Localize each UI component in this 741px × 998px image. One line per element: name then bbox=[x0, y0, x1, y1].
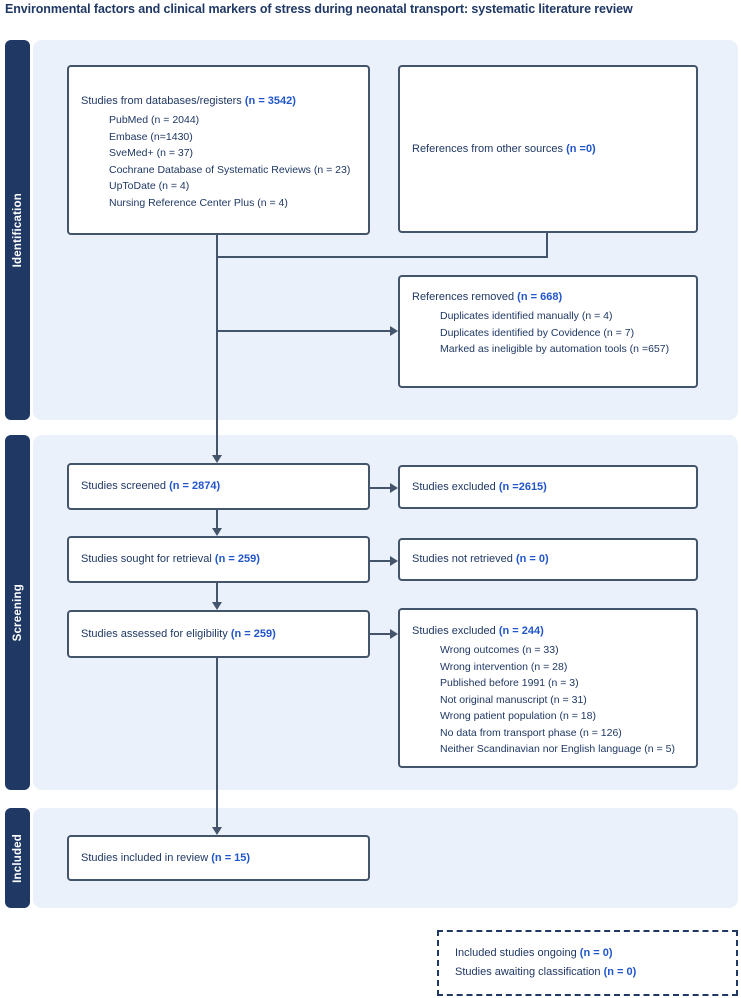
included-label: Included bbox=[11, 833, 24, 883]
database-item: PubMed (n = 2044) bbox=[109, 114, 200, 126]
box-sought-title: Studies sought for retrieval (n = 259) bbox=[81, 553, 260, 565]
connector-databases-down bbox=[216, 235, 218, 257]
box-databases: Studies from databases/registers (n = 35… bbox=[67, 65, 370, 235]
box-awaiting-classification: Included studies ongoing (n = 0) Studies… bbox=[437, 930, 738, 996]
screening-label: Screening bbox=[11, 583, 24, 642]
sidebar-included: Included bbox=[5, 808, 30, 908]
box-not-retrieved-title: Studies not retrieved (n = 0) bbox=[412, 553, 549, 565]
database-item: Embase (n=1430) bbox=[109, 130, 193, 143]
arrowhead-to-assessed bbox=[212, 602, 222, 610]
arrowhead-to-excluded-screened bbox=[390, 483, 398, 493]
connector-assessed-to-included bbox=[216, 658, 218, 827]
database-item: Nursing Reference Center Plus (n = 4) bbox=[109, 196, 288, 209]
database-item: UpToDate (n = 4) bbox=[109, 180, 190, 192]
connector-screened-to-excluded bbox=[368, 487, 391, 489]
box-references-removed-title: References removed (n = 668) bbox=[412, 291, 563, 303]
exclusion-reason: Published before 1991 (n = 3) bbox=[440, 677, 579, 689]
box-not-retrieved: Studies not retrieved (n = 0) bbox=[398, 538, 698, 581]
box-screened-title: Studies screened (n = 2874) bbox=[81, 480, 221, 492]
box-included-review: Studies included in review (n = 15) bbox=[67, 835, 370, 881]
connector-assessed-to-excluded bbox=[368, 633, 391, 635]
box-databases-title: Studies from databases/registers (n = 35… bbox=[81, 95, 296, 107]
removed-item: Marked as ineligible by automation tools… bbox=[440, 343, 670, 355]
arrowhead-to-screened bbox=[212, 455, 222, 463]
box-assessed: Studies assessed for eligibility (n = 25… bbox=[67, 610, 370, 658]
arrowhead-to-included bbox=[212, 827, 222, 835]
connector-main-to-screened bbox=[216, 256, 218, 455]
sidebar-screening: Screening bbox=[5, 435, 30, 790]
arrowhead-to-excluded-eligibility bbox=[390, 629, 398, 639]
exclusion-reason: Wrong intervention (n = 28) bbox=[440, 660, 568, 673]
exclusion-reason: Neither Scandinavian nor English languag… bbox=[440, 743, 675, 755]
box-other-sources: References from other sources (n =0) bbox=[398, 65, 698, 233]
exclusion-reason: No data from transport phase (n = 126) bbox=[440, 726, 622, 739]
page-title: Environmental factors and clinical marke… bbox=[5, 2, 633, 16]
exclusion-reason: Not original manuscript (n = 31) bbox=[440, 693, 587, 706]
box-screened: Studies screened (n = 2874) bbox=[67, 463, 370, 510]
sidebar-identification: Identification bbox=[5, 40, 30, 420]
connector-othersources-down bbox=[546, 233, 548, 258]
connector-screened-to-sought bbox=[216, 510, 218, 528]
box-excluded-eligibility: Studies excluded (n = 244) Wrong outcome… bbox=[398, 608, 698, 768]
box-assessed-title: Studies assessed for eligibility (n = 25… bbox=[81, 627, 276, 640]
box-other-sources-title: References from other sources (n =0) bbox=[412, 142, 596, 155]
connector-sought-to-assessed bbox=[216, 583, 218, 602]
arrowhead-to-references-removed bbox=[390, 326, 398, 336]
box-excluded-screened: Studies excluded (n =2615) bbox=[398, 465, 698, 509]
arrowhead-to-sought bbox=[212, 528, 222, 536]
box-sought: Studies sought for retrieval (n = 259) bbox=[67, 536, 370, 583]
box-references-removed: References removed (n = 668) Duplicates … bbox=[398, 275, 698, 388]
database-item: SveMed+ (n = 37) bbox=[109, 147, 194, 159]
database-item: Cochrane Database of Systematic Reviews … bbox=[109, 163, 351, 176]
box-excluded-screened-title: Studies excluded (n =2615) bbox=[412, 480, 547, 493]
connector-sought-to-notretrieved bbox=[368, 560, 391, 562]
awaiting-line: Studies awaiting classification (n = 0) bbox=[455, 966, 637, 978]
identification-label: Identification bbox=[11, 192, 24, 268]
connector-to-references-removed bbox=[216, 330, 390, 332]
arrowhead-to-notretrieved bbox=[390, 556, 398, 566]
awaiting-line: Included studies ongoing (n = 0) bbox=[455, 947, 613, 959]
box-included-review-title: Studies included in review (n = 15) bbox=[81, 851, 251, 864]
connector-merge-horizontal bbox=[216, 256, 548, 258]
exclusion-reason: Wrong patient population (n = 18) bbox=[440, 710, 596, 722]
exclusion-reason: Wrong outcomes (n = 33) bbox=[440, 644, 559, 656]
box-excluded-eligibility-title: Studies excluded (n = 244) bbox=[412, 625, 544, 637]
removed-item: Duplicates identified by Covidence (n = … bbox=[440, 326, 635, 339]
removed-item: Duplicates identified manually (n = 4) bbox=[440, 310, 613, 322]
